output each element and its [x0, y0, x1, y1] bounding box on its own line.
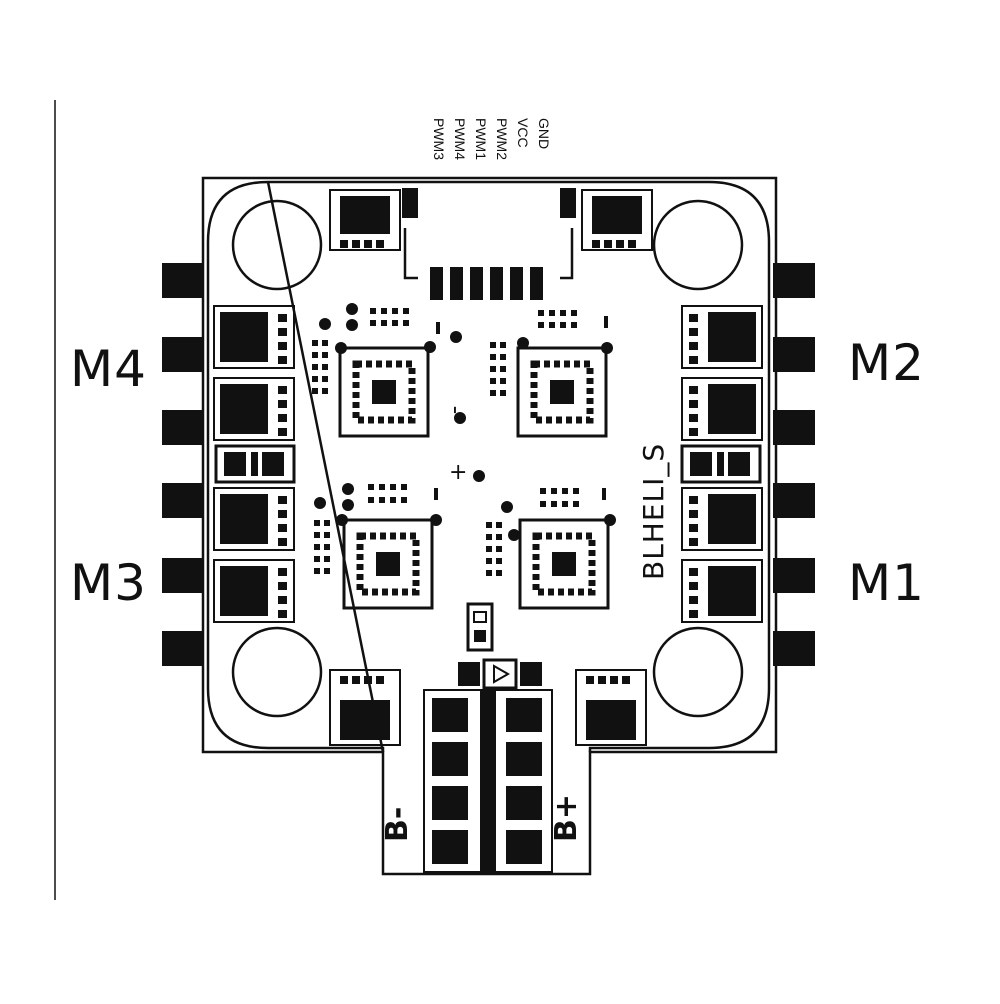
- right-motor-pads: [773, 263, 815, 666]
- left-mosfet-column: [213, 305, 296, 623]
- pin-label-pwm1: PWM1: [473, 118, 489, 160]
- motor-label-m1: M1: [848, 554, 925, 612]
- right-mosfet-column: [680, 305, 763, 623]
- mount-hole-bottom-right: [652, 626, 744, 718]
- top-left-mosfet: [329, 188, 418, 251]
- pin-label-vcc: VCC: [515, 118, 531, 148]
- mcu-chip-bottom-right: [508, 514, 616, 610]
- mcu-chip-top-right: [516, 337, 613, 438]
- pin-label-gnd: GND: [536, 118, 552, 150]
- pin-label-pwm4: PWM4: [452, 118, 468, 160]
- pin-label-pwm2: PWM2: [494, 118, 510, 160]
- mount-hole-bottom-left: [231, 626, 323, 718]
- connector-bracket-left: [403, 228, 418, 280]
- signal-connector: [430, 267, 543, 300]
- board-inner-outline: [206, 180, 771, 753]
- board-title-blheli: BLHELI_S: [637, 442, 670, 580]
- pin-label-pwm3: PWM3: [431, 118, 447, 160]
- silk-plus: +: [449, 460, 468, 485]
- power-label-positive: B+: [549, 793, 584, 842]
- mount-hole-top-right: [652, 199, 744, 291]
- connector-bracket-right: [560, 228, 574, 280]
- left-motor-pads: [162, 263, 204, 666]
- mcu-chip-top-left: [335, 341, 436, 438]
- silk-minus: -: [442, 405, 471, 415]
- power-input-area: [423, 602, 553, 873]
- motor-label-m4: M4: [70, 340, 147, 398]
- bottom-right-mosfet: [575, 669, 647, 746]
- motor-label-m2: M2: [848, 334, 925, 392]
- motor-label-m3: M3: [70, 554, 147, 612]
- passive-components: [312, 303, 608, 576]
- power-label-negative: B-: [380, 806, 415, 842]
- mcu-chip-bottom-left: [336, 514, 442, 610]
- mount-hole-top-left: [231, 199, 323, 291]
- top-right-mosfet: [560, 188, 653, 251]
- bottom-left-mosfet: [329, 669, 401, 746]
